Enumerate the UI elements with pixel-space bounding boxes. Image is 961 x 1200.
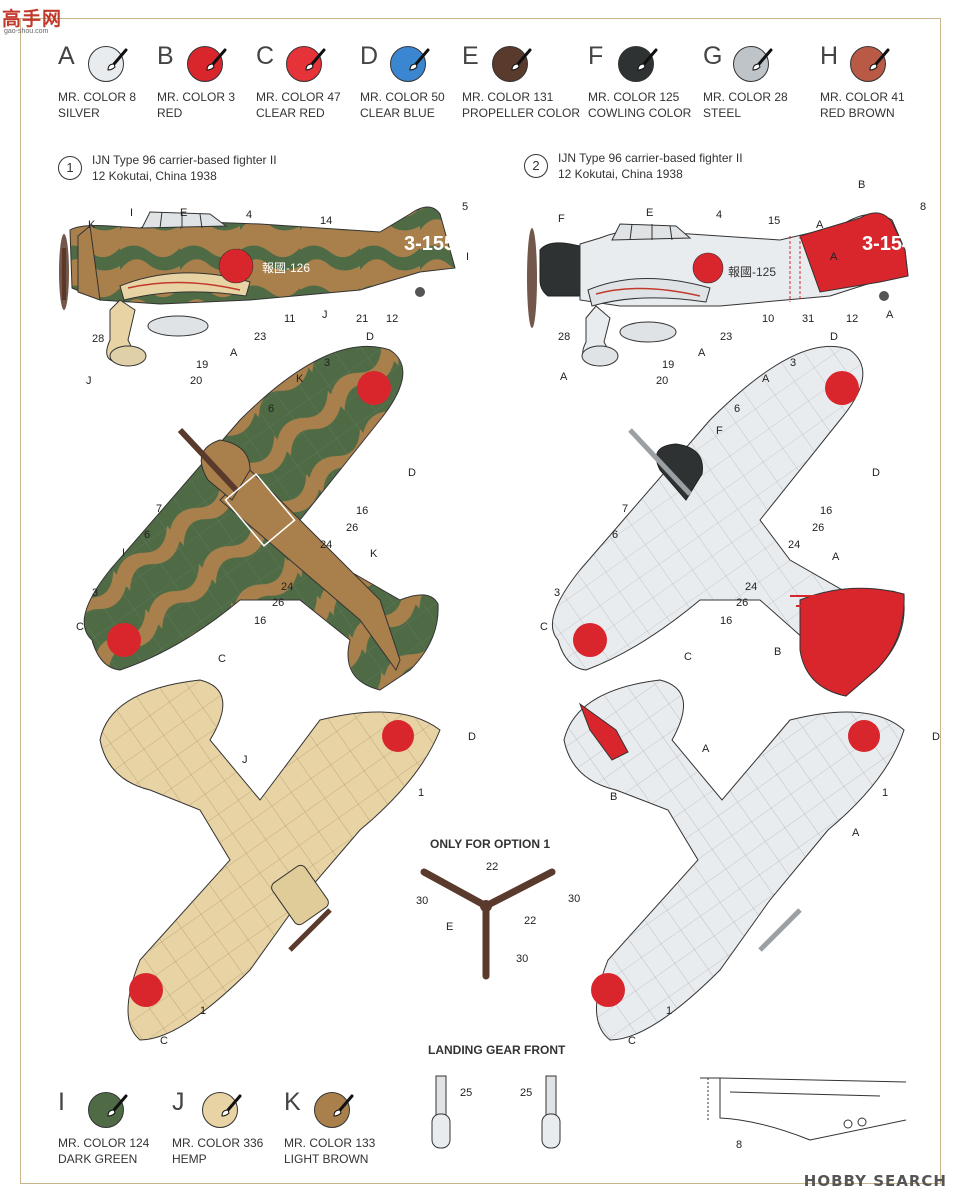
color-code: MR. COLOR 41	[820, 90, 905, 104]
color-name: LIGHT BROWN	[284, 1152, 369, 1166]
swatch-letter: G	[703, 42, 723, 70]
color-name: RED BROWN	[820, 106, 895, 120]
color-swatch-d: D MR. COLOR 50 CLEAR BLUE	[360, 42, 480, 120]
paintbrush-icon	[511, 48, 532, 71]
color-dot	[286, 46, 322, 82]
paintbrush-icon	[409, 48, 430, 71]
sheet-border	[20, 18, 941, 1184]
option-1-unit: 12 Kokutai, China 1938	[92, 169, 217, 183]
color-name: RED	[157, 106, 183, 120]
color-code: MR. COLOR 50	[360, 90, 445, 104]
color-code: MR. COLOR 124	[58, 1136, 150, 1150]
paintbrush-icon	[107, 1094, 128, 1117]
color-code: MR. COLOR 133	[284, 1136, 376, 1150]
paintbrush-icon	[637, 48, 658, 71]
option-1-number: 1	[58, 156, 82, 180]
site-logo: 高手网 gao-shou.com	[2, 4, 82, 38]
color-code: MR. COLOR 3	[157, 90, 236, 104]
swatch-letter: I	[58, 1088, 65, 1116]
swatch-letter: H	[820, 42, 839, 70]
option-2-unit: 12 Kokutai, China 1938	[558, 167, 683, 181]
logo-subtext: gao-shou.com	[4, 28, 49, 35]
paintbrush-icon	[752, 48, 773, 71]
color-dot	[187, 46, 223, 82]
color-dot	[202, 1092, 238, 1128]
color-swatch-b: B MR. COLOR 3 RED	[157, 42, 277, 120]
logo-text: 高手网	[2, 8, 63, 30]
color-dot	[850, 46, 886, 82]
color-swatch-h: H MR. COLOR 41 RED BROWN	[820, 42, 940, 120]
color-name: SILVER	[58, 106, 100, 120]
color-code: MR. COLOR 336	[172, 1136, 264, 1150]
swatch-letter: E	[462, 42, 479, 70]
option-1-title: IJN Type 96 carrier-based fighter II	[92, 153, 277, 167]
paintbrush-icon	[333, 1094, 354, 1117]
paintbrush-icon	[305, 48, 326, 71]
swatch-letter: F	[588, 42, 604, 70]
color-swatch-g: G MR. COLOR 28 STEEL	[703, 42, 823, 120]
paintbrush-icon	[869, 48, 890, 71]
color-name: DARK GREEN	[58, 1152, 138, 1166]
swatch-letter: D	[360, 42, 379, 70]
swatch-letter: J	[172, 1088, 185, 1116]
color-dot	[88, 46, 124, 82]
only-for-option1-label: ONLY FOR OPTION 1	[430, 837, 551, 851]
landing-gear-front-label: LANDING GEAR FRONT	[428, 1043, 566, 1057]
color-swatch-c: C MR. COLOR 47 CLEAR RED	[256, 42, 376, 120]
swatch-letter: K	[284, 1088, 301, 1116]
color-name: PROPELLER COLOR	[462, 106, 581, 120]
watermark-text: HOBBY SEARCH	[803, 1172, 947, 1190]
paintbrush-icon	[107, 48, 128, 71]
swatch-letter: C	[256, 42, 275, 70]
color-dot	[88, 1092, 124, 1128]
color-name: HEMP	[172, 1152, 207, 1166]
color-name: COWLING COLOR	[588, 106, 692, 120]
color-name: CLEAR RED	[256, 106, 325, 120]
option-2-number: 2	[524, 154, 548, 178]
color-code: MR. COLOR 125	[588, 90, 680, 104]
color-dot	[618, 46, 654, 82]
color-dot	[733, 46, 769, 82]
color-code: MR. COLOR 131	[462, 90, 554, 104]
color-swatch-a: A MR. COLOR 8 SILVER	[58, 42, 178, 120]
color-dot	[492, 46, 528, 82]
color-name: CLEAR BLUE	[360, 106, 435, 120]
color-name: STEEL	[703, 106, 742, 120]
color-code: MR. COLOR 28	[703, 90, 788, 104]
color-code: MR. COLOR 47	[256, 90, 341, 104]
option-2-title: IJN Type 96 carrier-based fighter II	[558, 151, 743, 165]
color-dot	[390, 46, 426, 82]
swatch-letter: B	[157, 42, 174, 70]
color-code: MR. COLOR 8	[58, 90, 137, 104]
paintbrush-icon	[221, 1094, 242, 1117]
color-dot	[314, 1092, 350, 1128]
swatch-letter: A	[58, 42, 75, 70]
paintbrush-icon	[206, 48, 227, 71]
